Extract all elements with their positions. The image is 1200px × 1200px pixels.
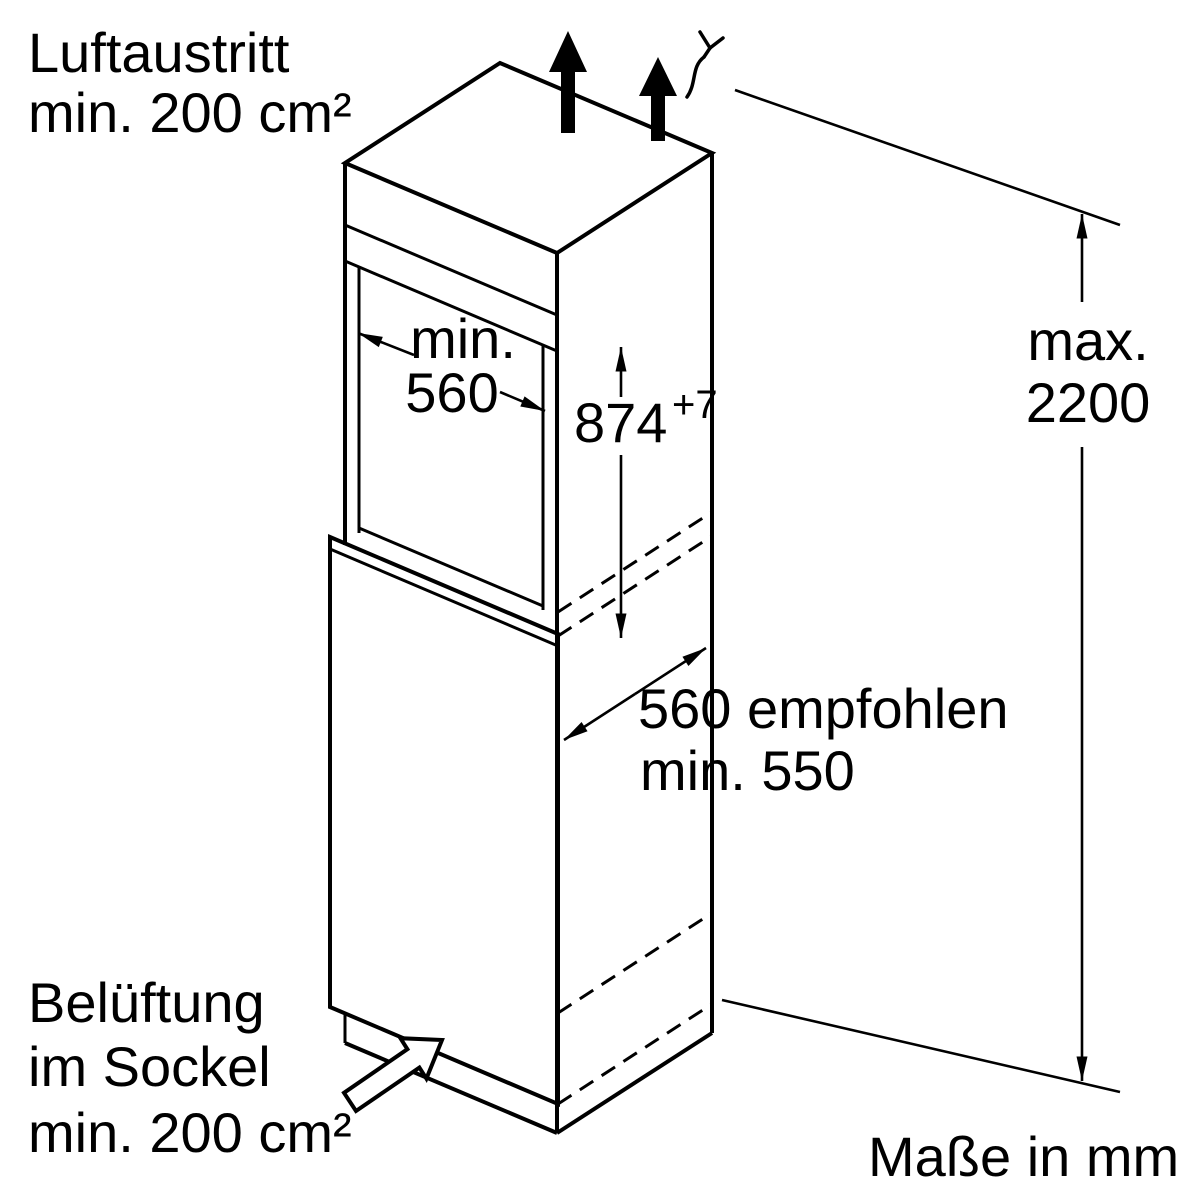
units-note: Maße in mm (868, 1125, 1179, 1188)
niche-width-dimension: min. 560 (357, 307, 546, 424)
shelf-hidden-edge-1 (557, 510, 713, 614)
base-hidden-edge-2 (557, 1002, 713, 1106)
air-outlet-arrows (549, 31, 677, 141)
up-arrow-icon (549, 31, 587, 133)
air-outlet-label-line1: Luftaustritt (28, 21, 290, 84)
base-hidden-edge-1 (557, 911, 713, 1015)
base-airflow-arrow-icon (341, 1036, 445, 1114)
door-top-edge-line2 (329, 547, 559, 648)
depth-dimension: 560 empfohlen min. 550 (563, 646, 1009, 802)
depth-dim-line-front (563, 692, 636, 742)
max-height-ext-line-top (734, 88, 1121, 227)
niche-interior (344, 223, 713, 638)
niche-shelf-front-edge (358, 526, 544, 608)
niche-top-rail-line1 (344, 223, 558, 317)
door-panel (328, 533, 560, 1108)
base-vent-label-line2: im Sockel (28, 1035, 271, 1098)
niche-width-label-line2: 560 (405, 361, 498, 424)
cabinet-bottom-back-edge (555, 1031, 714, 1135)
up-arrow-icon (639, 57, 677, 141)
width-leader-right (499, 390, 546, 413)
max-height-ext-line-bottom (721, 998, 1121, 1094)
plinth-base (343, 911, 713, 1135)
niche-width-label-line1: min. (410, 307, 516, 370)
max-height-dimension: max. 2200 (721, 88, 1151, 1094)
base-vent-label-line1: Belüftung (28, 971, 265, 1034)
depth-label-line2: min. 550 (640, 739, 855, 802)
power-cord-icon (685, 30, 725, 99)
lower-door (328, 533, 560, 1108)
width-leader-left (357, 331, 415, 357)
niche-height-dimension: 874 +7 (574, 347, 718, 638)
air-outlet-label: Luftaustritt min. 200 cm² (28, 21, 352, 144)
base-vent-label-line3: min. 200 cm² (28, 1101, 352, 1164)
base-vent-label: Belüftung im Sockel min. 200 cm² (28, 971, 352, 1164)
depth-label-line1: 560 empfohlen (638, 677, 1009, 740)
air-outlet-label-line2: min. 200 cm² (28, 81, 352, 144)
floor-front-edge (344, 1041, 558, 1135)
shelf-hidden-edge-2 (557, 534, 713, 638)
cabinet-outline (340, 60, 717, 1135)
depth-dim-line-back (634, 646, 707, 696)
max-height-label-line1: max. (1027, 309, 1148, 372)
niche-height-tolerance: +7 (672, 383, 718, 427)
max-height-label-line2: 2200 (1026, 371, 1151, 434)
niche-height-value: 874 (574, 391, 667, 454)
niche-top-rail-line2 (344, 259, 558, 353)
